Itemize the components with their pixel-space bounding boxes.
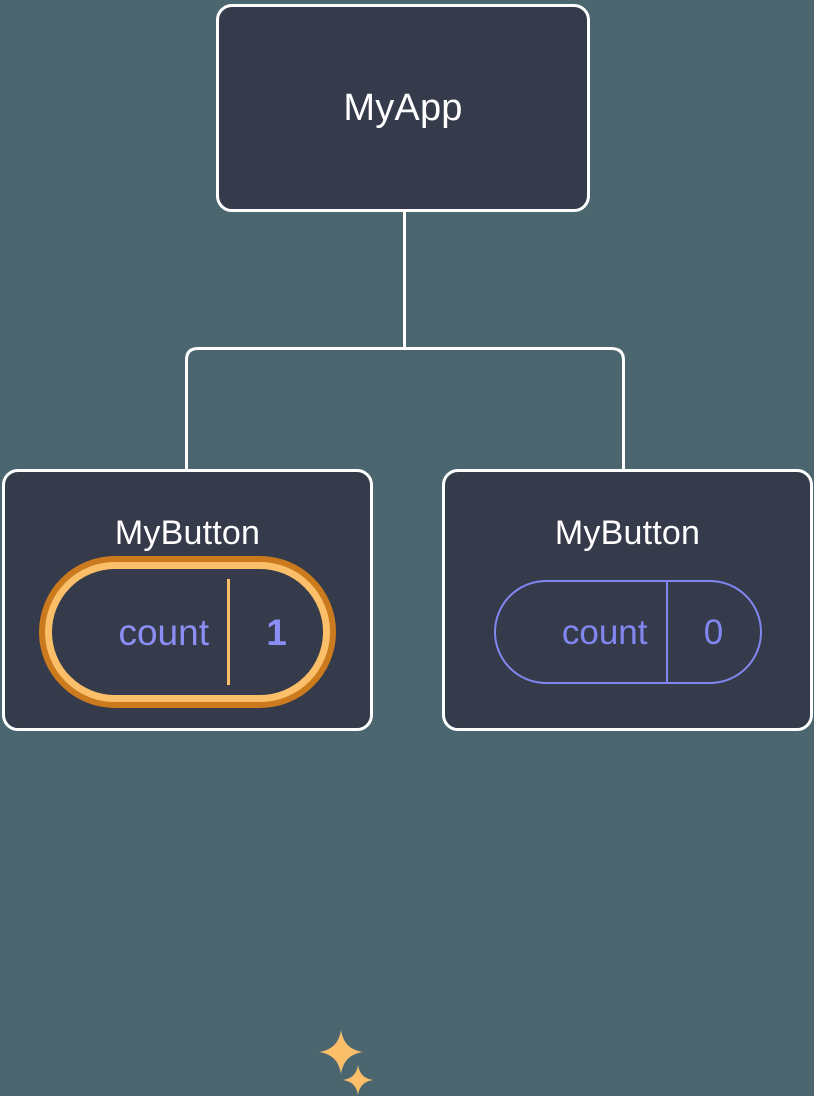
node-mybutton-right-title: MyButton [554, 514, 701, 552]
state-value-label: 0 [703, 612, 724, 652]
node-myapp-title: MyApp [343, 87, 463, 129]
state-pill-divider [665, 582, 668, 682]
sparkle-large-icon [319, 1030, 363, 1074]
node-mybutton-left-title: MyButton [114, 514, 261, 552]
sparkle-small-icon [343, 1065, 373, 1095]
state-key-label: count [561, 612, 648, 652]
component-tree-diagram: MyApp MyButton count 1 MyButton count 0 [2, 4, 813, 1095]
node-mybutton-left[interactable]: MyButton count 1 [2, 469, 373, 1095]
state-pill-count-highlighted[interactable]: count 1 [45, 562, 330, 702]
state-value-label: 1 [266, 611, 287, 653]
node-myapp[interactable]: MyApp [216, 4, 590, 212]
state-pill-count-plain[interactable]: count 0 [493, 580, 762, 684]
state-pill-divider [227, 579, 230, 685]
node-mybutton-right[interactable]: MyButton count 0 [442, 469, 813, 731]
state-key-label: count [118, 611, 209, 653]
connector-branch-bus [185, 347, 625, 470]
